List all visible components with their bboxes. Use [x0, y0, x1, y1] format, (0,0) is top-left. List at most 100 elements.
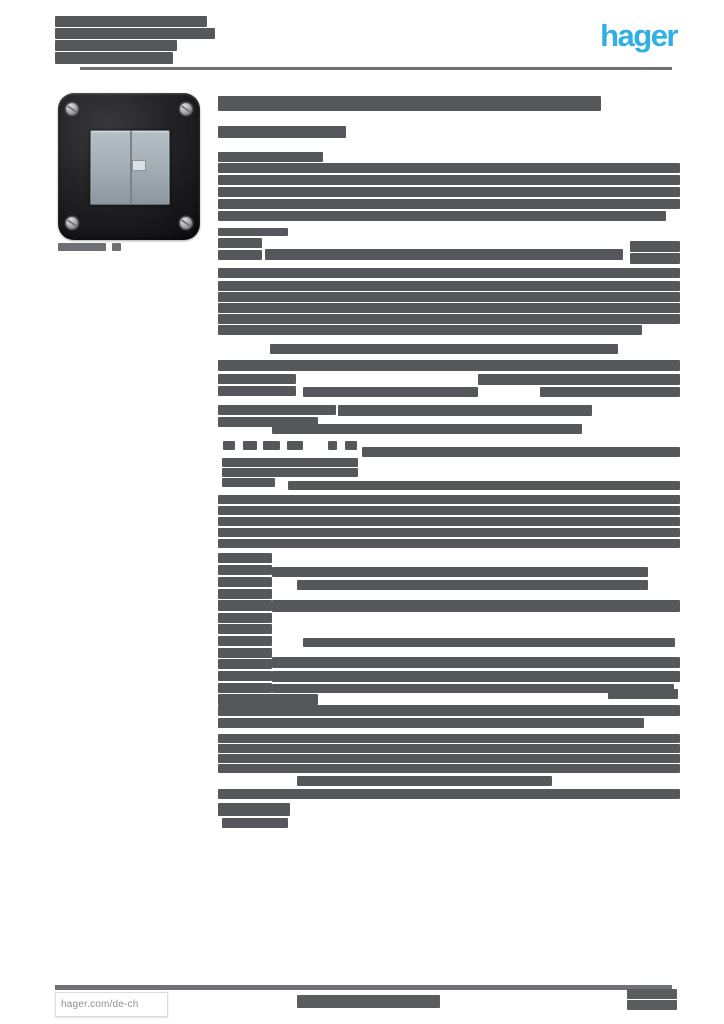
divider-rule — [55, 985, 672, 990]
redacted-text-line — [218, 648, 272, 658]
redacted-text-line — [218, 175, 680, 185]
redacted-text-line — [218, 96, 601, 111]
redacted-text-line — [218, 577, 272, 587]
redacted-text-line — [288, 481, 680, 490]
redacted-text-line — [478, 374, 680, 385]
header-text-line — [55, 52, 173, 64]
redacted-text-line — [218, 303, 680, 313]
redacted-text-line — [218, 281, 680, 291]
redacted-text-line — [218, 764, 680, 773]
redacted-text-line — [218, 803, 290, 816]
redacted-text-line — [223, 441, 235, 450]
redacted-text-line — [218, 528, 680, 537]
redacted-text-line — [272, 600, 680, 612]
redacted-text-line — [297, 776, 552, 786]
header-text-line — [55, 16, 207, 27]
redacted-text-line — [272, 657, 680, 668]
redacted-text-line — [218, 553, 272, 563]
redacted-text-line — [218, 789, 680, 799]
redacted-text-line — [218, 636, 272, 646]
rocker-divider — [130, 131, 132, 204]
redacted-text-line — [303, 387, 478, 397]
redacted-text-line — [218, 386, 296, 396]
redacted-text-line — [272, 567, 648, 577]
redacted-text-line — [263, 441, 280, 450]
redacted-text-line — [218, 718, 644, 728]
redacted-text-line — [218, 199, 680, 209]
redacted-text-line — [222, 478, 275, 487]
redacted-text-line — [218, 405, 336, 415]
redacted-text-line — [218, 613, 272, 623]
header-text-line — [55, 40, 177, 51]
redacted-text-line — [218, 374, 296, 384]
redacted-text-line — [218, 600, 272, 611]
redacted-text-line — [222, 818, 288, 828]
redacted-text-line — [345, 441, 357, 450]
redacted-text-line — [218, 506, 680, 515]
switch-plate — [58, 93, 200, 240]
redacted-text-line — [218, 694, 318, 705]
rocker-label-window — [132, 160, 146, 171]
screw-icon — [66, 217, 78, 229]
redacted-text-line — [218, 744, 680, 753]
product-photo — [58, 93, 200, 240]
redacted-text-line — [218, 659, 272, 669]
redacted-text-line — [218, 187, 680, 197]
redacted-text-line — [218, 238, 262, 248]
redacted-text-line — [218, 705, 680, 716]
switch-rocker — [90, 130, 170, 205]
redacted-text-line — [287, 441, 303, 450]
redacted-text-line — [630, 241, 680, 252]
redacted-text-line — [243, 441, 257, 450]
redacted-text-line — [362, 447, 680, 457]
redacted-text-line — [265, 249, 623, 260]
redacted-text-line — [218, 539, 680, 548]
footer-text-line — [627, 989, 677, 999]
redacted-text-line — [297, 580, 648, 590]
redacted-text-line — [272, 671, 680, 682]
redacted-text-line — [272, 424, 582, 434]
redacted-text-line — [218, 589, 272, 599]
redacted-text-line — [218, 360, 680, 371]
redacted-text-line — [218, 163, 680, 173]
redacted-text-line — [218, 754, 680, 763]
redacted-text-line — [608, 689, 678, 699]
redacted-text-line — [272, 684, 674, 693]
redacted-text-line — [540, 387, 680, 397]
redacted-text-line — [218, 228, 288, 236]
photo-caption-line — [112, 243, 121, 251]
redacted-text-line — [218, 417, 318, 427]
redacted-text-line — [218, 671, 272, 681]
screw-icon — [66, 103, 78, 115]
redacted-text-line — [218, 624, 272, 634]
footer-text-line — [627, 1000, 677, 1010]
divider-rule — [80, 67, 672, 70]
redacted-text-line — [218, 517, 680, 526]
redacted-text-line — [218, 152, 323, 162]
hager-logo: hager — [600, 18, 678, 53]
redacted-text-line — [630, 253, 680, 264]
footer-website-link[interactable]: hager.com/de-ch — [61, 999, 139, 1010]
footer-text-line — [297, 995, 440, 1008]
redacted-text-line — [270, 344, 618, 354]
redacted-text-line — [222, 468, 358, 477]
header-text-line — [55, 28, 215, 39]
redacted-text-line — [218, 325, 642, 335]
redacted-text-line — [218, 126, 346, 138]
redacted-text-line — [338, 405, 592, 416]
redacted-text-line — [303, 638, 675, 647]
screw-icon — [180, 103, 192, 115]
redacted-text-line — [218, 565, 272, 575]
redacted-text-line — [218, 250, 262, 260]
redacted-text-line — [218, 211, 666, 221]
redacted-text-line — [222, 458, 358, 467]
redacted-text-line — [218, 268, 680, 278]
redacted-text-line — [218, 314, 680, 324]
redacted-text-line — [218, 683, 272, 693]
redacted-text-line — [218, 495, 680, 504]
redacted-text-line — [218, 734, 680, 743]
photo-caption-line — [58, 243, 106, 251]
screw-icon — [180, 217, 192, 229]
redacted-text-line — [328, 441, 337, 450]
